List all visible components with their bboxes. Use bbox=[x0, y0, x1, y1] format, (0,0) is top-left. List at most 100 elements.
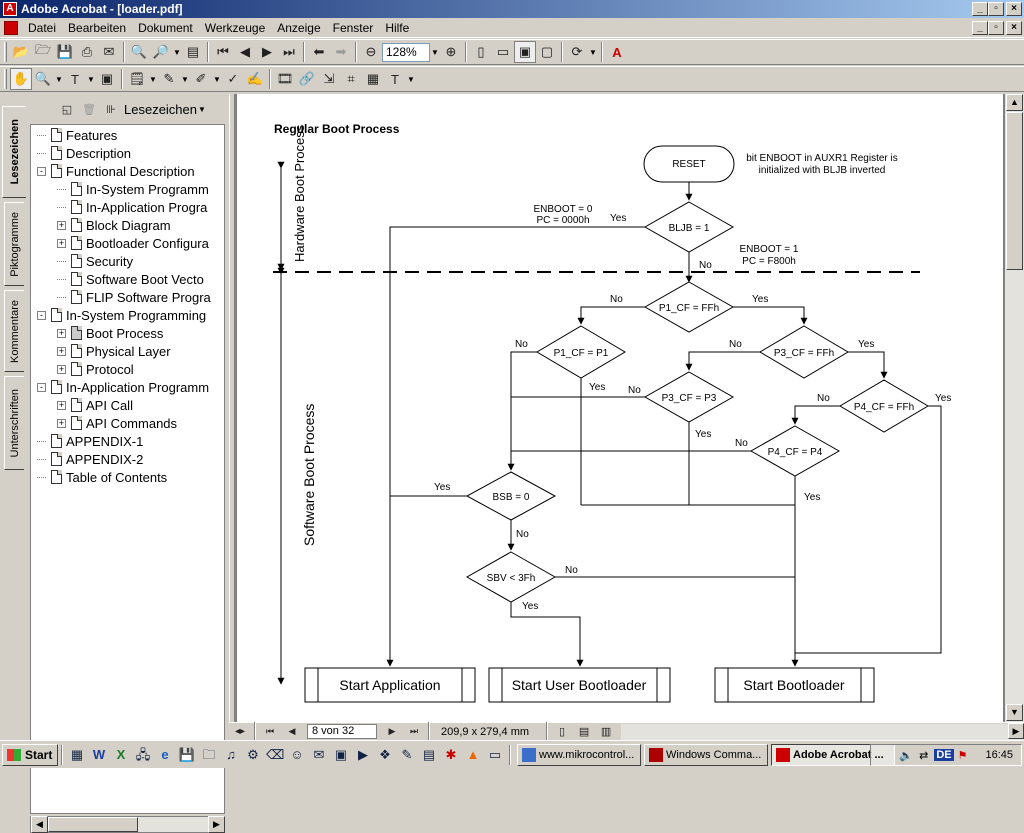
bookmark-item[interactable]: -In-Application Programm bbox=[37, 378, 209, 396]
menu-fenster[interactable]: Fenster bbox=[332, 20, 374, 35]
chevron-down-icon[interactable]: ▼ bbox=[181, 74, 189, 84]
hand-tool-icon[interactable]: ✋ bbox=[10, 68, 32, 90]
close-button[interactable]: × bbox=[1006, 2, 1022, 16]
mixer-icon[interactable]: ❖ bbox=[379, 746, 391, 762]
last-page-icon[interactable]: ⏭ bbox=[283, 44, 295, 59]
word-icon[interactable]: W bbox=[92, 746, 106, 762]
expand-icon[interactable]: + bbox=[57, 345, 66, 356]
single-page-icon[interactable]: ▯ bbox=[559, 726, 566, 738]
collapse-icon[interactable]: - bbox=[37, 310, 46, 320]
calc-icon[interactable]: ▤ bbox=[422, 746, 436, 762]
bookmark-hscrollbar[interactable]: ◀ ▶ bbox=[30, 816, 225, 833]
app-icon[interactable]: ▶ bbox=[358, 746, 368, 762]
adobe-logo-icon[interactable]: A bbox=[612, 44, 622, 60]
volume-icon[interactable]: 🔈 bbox=[899, 749, 914, 762]
eraser-icon[interactable]: ⌫ bbox=[266, 746, 285, 762]
scroll-right-icon[interactable]: ▶ bbox=[208, 816, 225, 833]
language-indicator[interactable]: DE bbox=[934, 749, 954, 761]
bookmarks-menu[interactable]: Lesezeichen bbox=[124, 101, 197, 117]
next-page-icon[interactable]: ▶ bbox=[262, 44, 272, 59]
chevron-down-icon[interactable]: ▼ bbox=[87, 74, 95, 84]
chevron-down-icon[interactable]: ▼ bbox=[173, 47, 181, 57]
back-icon[interactable]: ⬅ bbox=[313, 44, 325, 59]
tab-lesezeichen[interactable]: Lesezeichen bbox=[2, 106, 26, 198]
chevron-down-icon[interactable]: ▼ bbox=[55, 74, 63, 84]
fit-width-icon[interactable]: ▣ bbox=[514, 41, 536, 63]
menu-bearbeiten[interactable]: Bearbeiten bbox=[68, 20, 127, 35]
movie-icon[interactable]: 🎞 bbox=[276, 71, 294, 86]
scroll-thumb[interactable] bbox=[1006, 112, 1023, 270]
scroll-thumb[interactable] bbox=[48, 817, 138, 832]
script-icon[interactable]: ✉ bbox=[313, 746, 325, 762]
menu-dokument[interactable]: Dokument bbox=[138, 20, 193, 35]
nav-pane-icon[interactable]: ▤ bbox=[186, 44, 200, 59]
delete-bookmark-icon[interactable]: 🗑 bbox=[82, 103, 96, 116]
fit-visible-icon[interactable]: ▢ bbox=[540, 44, 554, 59]
task-adobe-acrobat[interactable]: Adobe Acrobat ... bbox=[771, 743, 895, 766]
edit-icon[interactable]: ✎ bbox=[401, 746, 413, 762]
prev-page-icon[interactable]: ◀ bbox=[240, 44, 250, 59]
bookmark-item[interactable]: Security bbox=[57, 252, 133, 270]
expand-icon[interactable]: + bbox=[57, 399, 66, 410]
spellcheck-icon[interactable]: ✓ bbox=[227, 71, 239, 86]
menu-datei[interactable]: Datei bbox=[28, 20, 57, 35]
network-icon[interactable]: 🖧 bbox=[135, 746, 151, 762]
ie-icon[interactable]: e bbox=[161, 746, 169, 762]
zoom-dropdown-icon[interactable]: ▼ bbox=[431, 47, 439, 57]
new-bookmark-icon[interactable]: ◱ bbox=[61, 103, 73, 116]
face-icon[interactable]: ☺ bbox=[290, 746, 304, 762]
zoom-in-icon[interactable]: ⊕ bbox=[445, 44, 457, 59]
document-hscrollbar[interactable]: ▶ bbox=[621, 722, 1024, 740]
document-view[interactable]: Regular Boot Process Hardware Boot Proce… bbox=[235, 94, 1005, 722]
bookmark-item[interactable]: Software Boot Vecto bbox=[57, 270, 204, 288]
tray-app-icon[interactable]: ⚑ bbox=[957, 749, 968, 762]
zoom-input[interactable]: 128% bbox=[382, 42, 430, 62]
disk-icon[interactable]: 💾 bbox=[178, 746, 196, 762]
expand-icon[interactable]: + bbox=[57, 327, 66, 338]
doc-close-button[interactable]: × bbox=[1006, 21, 1022, 35]
print-icon[interactable]: ⎙ bbox=[81, 44, 93, 59]
zoom-out-icon[interactable]: ⊖ bbox=[365, 44, 377, 59]
expand-icon[interactable]: + bbox=[57, 363, 66, 374]
minimize-button[interactable]: _ bbox=[972, 2, 988, 16]
scroll-down-icon[interactable]: ▼ bbox=[1006, 704, 1023, 721]
next-page-icon[interactable]: ▶ bbox=[388, 726, 396, 736]
scroll-right-icon[interactable]: ▶ bbox=[1008, 722, 1024, 739]
task-browser[interactable]: www.mikrocontrol... bbox=[517, 743, 641, 766]
bookmark-item[interactable]: Table of Contents bbox=[37, 468, 167, 486]
bookmark-item[interactable]: APPENDIX-1 bbox=[37, 432, 143, 450]
first-page-icon[interactable]: ⏮ bbox=[265, 726, 275, 736]
doc-restore-button[interactable]: ▫ bbox=[988, 21, 1004, 35]
bookmark-item[interactable]: Features bbox=[37, 126, 117, 144]
expand-icon[interactable]: + bbox=[57, 417, 66, 428]
text-select-icon[interactable]: T bbox=[71, 71, 79, 87]
expand-bookmark-icon[interactable]: ⊪ bbox=[106, 103, 116, 116]
menu-anzeige[interactable]: Anzeige bbox=[277, 20, 321, 35]
panel-splitter[interactable] bbox=[229, 94, 235, 740]
facing-icon[interactable]: ▥ bbox=[600, 726, 612, 738]
save-icon[interactable]: 💾 bbox=[56, 44, 74, 59]
bookmark-item[interactable]: -Functional Description bbox=[37, 162, 195, 180]
forward-icon[interactable]: ➡ bbox=[335, 44, 347, 59]
open-web-icon[interactable]: 🗁 bbox=[34, 42, 52, 57]
bookmark-item[interactable]: In-Application Progra bbox=[57, 198, 207, 216]
expand-icon[interactable]: + bbox=[57, 237, 66, 248]
sign-icon[interactable]: ✍ bbox=[246, 71, 264, 86]
open-icon[interactable]: 📂 bbox=[12, 44, 30, 59]
chevron-down-icon[interactable]: ▼ bbox=[213, 74, 221, 84]
document-vscrollbar[interactable]: ▲ ▼ bbox=[1005, 94, 1024, 722]
last-page-icon[interactable]: ⏭ bbox=[409, 726, 419, 736]
highlight-icon[interactable]: ✐ bbox=[195, 71, 207, 86]
note-icon[interactable]: 🗒 bbox=[128, 71, 146, 86]
pencil-icon[interactable]: ✎ bbox=[163, 71, 175, 86]
bookmark-item[interactable]: +Physical Layer bbox=[57, 342, 171, 360]
explorer-icon[interactable]: 🗀 bbox=[202, 746, 216, 762]
crop-icon[interactable]: ⌗ bbox=[347, 71, 355, 86]
fit-page-icon[interactable]: ▭ bbox=[496, 44, 510, 59]
link-icon[interactable]: 🔗 bbox=[298, 71, 316, 86]
rotate-icon[interactable]: ⟳ bbox=[571, 44, 583, 59]
scroll-up-icon[interactable]: ▲ bbox=[1006, 94, 1023, 111]
prev-page-icon[interactable]: ◀ bbox=[288, 726, 296, 736]
desktop-icon[interactable]: ▦ bbox=[70, 746, 84, 762]
terminal-icon[interactable]: ▣ bbox=[334, 746, 348, 762]
